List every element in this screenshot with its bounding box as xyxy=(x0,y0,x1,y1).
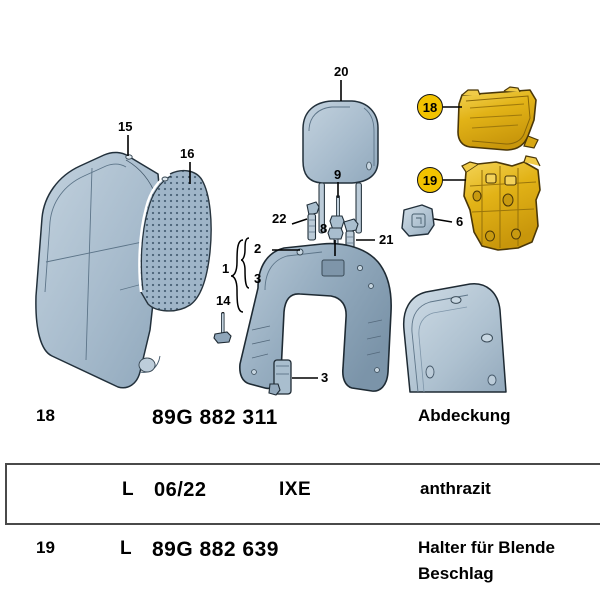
grouping-braces xyxy=(230,237,250,313)
row-part-number: 89G 882 311 xyxy=(152,406,278,429)
part-19-bracket-highlighted xyxy=(461,155,541,251)
callout-label-2: 2 xyxy=(254,241,262,256)
callout-label-16: 16 xyxy=(180,146,195,161)
row-side: L xyxy=(120,538,132,559)
backrest-trim-panel xyxy=(402,283,507,393)
callout-label-14: 14 xyxy=(216,293,231,308)
part-20-headrest xyxy=(302,100,379,234)
callout-label-3: 3 xyxy=(254,271,262,286)
row-index: 18 xyxy=(36,406,55,425)
part-9-guide-pin xyxy=(329,195,345,231)
row-index: 19 xyxy=(36,538,55,557)
callout-label-6: 6 xyxy=(456,214,464,229)
part-3-latch-unit xyxy=(268,359,292,396)
row-color-code: IXE xyxy=(279,479,312,500)
row-side: L xyxy=(122,479,134,500)
part-14-retaining-pin xyxy=(213,312,232,344)
callout-label-1: 1 xyxy=(222,261,230,276)
table-row-selected[interactable]: L 06/22 IXE anthrazit xyxy=(5,463,600,525)
row-date-code: 06/22 xyxy=(154,479,207,501)
exploded-parts-illustration: 15 16 20 9 22 8 21 6 1 2 3 14 3 18 19 xyxy=(35,64,541,396)
part-18-cover-highlighted xyxy=(457,86,539,151)
callout-badge-19-label: 19 xyxy=(422,172,438,188)
leader-lines xyxy=(127,80,466,379)
parts-table: 18 89G 882 311 Abdeckung xyxy=(0,396,600,440)
callout-badge-18[interactable]: 18 xyxy=(417,94,443,120)
callout-badge-18-label: 18 xyxy=(422,99,438,115)
callout-label-9: 9 xyxy=(334,167,342,182)
table-row[interactable]: 18 89G 882 311 Abdeckung xyxy=(0,396,600,440)
callout-label-8: 8 xyxy=(320,221,328,236)
callout-label-22: 22 xyxy=(272,211,287,226)
callout-label-20: 20 xyxy=(334,64,349,79)
row-description: Abdeckung xyxy=(418,406,511,425)
part-22-bolt xyxy=(306,201,320,241)
part-16-perforated-insert xyxy=(138,169,212,312)
part-1-backrest-frame xyxy=(239,242,392,392)
row-description: anthrazit xyxy=(420,479,491,498)
callout-label-21: 21 xyxy=(379,232,394,247)
callout-label-15: 15 xyxy=(118,119,133,134)
row-description: Halter für Blende xyxy=(418,538,555,557)
row-part-number: 89G 882 639 xyxy=(152,538,279,561)
callout-label-3-lower: 3 xyxy=(321,370,329,385)
table-row[interactable]: 19 L 89G 882 639 Halter für Blende Besch… xyxy=(0,528,600,598)
callout-badge-19[interactable]: 19 xyxy=(417,167,443,193)
part-6-clip xyxy=(401,204,435,237)
row-description-line2: Beschlag xyxy=(418,564,494,583)
